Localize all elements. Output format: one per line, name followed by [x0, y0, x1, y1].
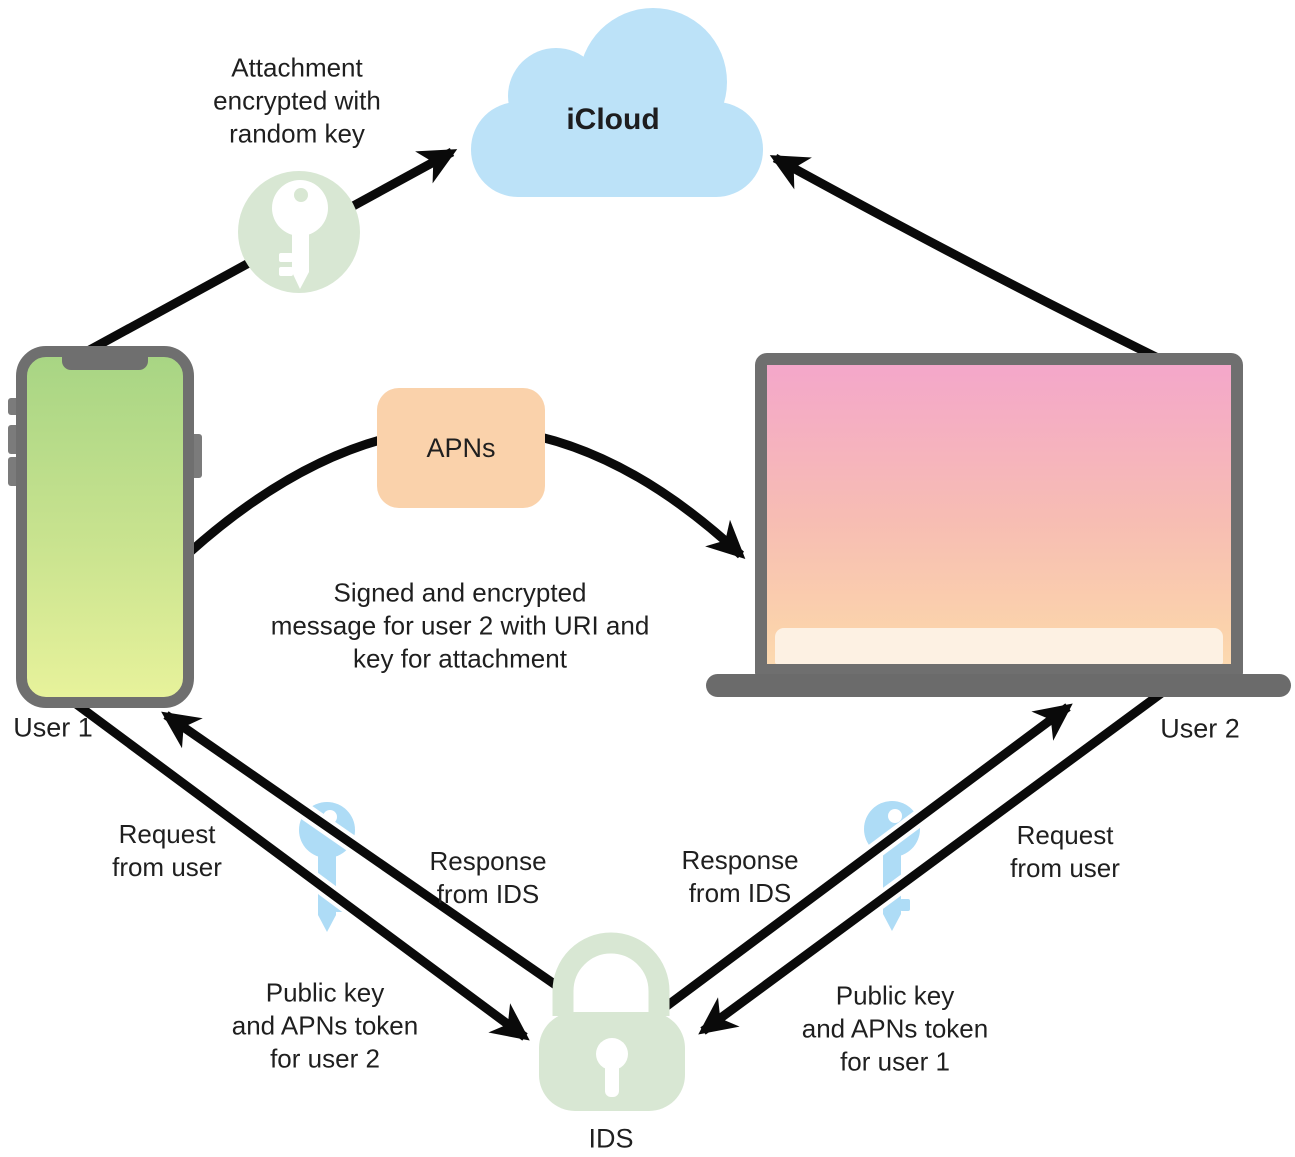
arrow-user1-to-ids [57, 688, 530, 1041]
arrow-user2-to-icloud [769, 154, 1160, 363]
arrow-user2-to-ids [698, 688, 1166, 1035]
response-from-ids-left-label: Response from IDS [429, 846, 547, 909]
arrow-ids-to-user1 [161, 711, 563, 992]
iphone-volume-down-button [8, 457, 18, 486]
ids-label: IDS [588, 1123, 634, 1154]
attachment-note: Attachment encrypted with random key [213, 52, 381, 149]
iphone-mute-switch [8, 398, 18, 415]
message-note: Signed and encrypted message for user 2 … [270, 577, 650, 674]
iphone-power-button [192, 434, 202, 478]
user2-label: User 2 [1160, 713, 1240, 744]
iphone-notch [62, 357, 148, 370]
laptop-dock [775, 628, 1223, 664]
ids-lock-icon [539, 932, 685, 1111]
iphone-user1 [16, 346, 194, 708]
public-key-user2-label: Public key and APNs token for user 2 [231, 977, 419, 1074]
response-from-ids-right-label: Response from IDS [681, 845, 799, 908]
iphone-volume-up-button [8, 425, 18, 454]
icloud-cloud [471, 8, 763, 197]
apns-box: APNs [377, 388, 545, 508]
laptop-base [706, 674, 1291, 697]
attachment-key-icon [238, 171, 360, 293]
icloud-label: iCloud [566, 103, 660, 136]
arrow-casings [54, 685, 1169, 1044]
arrow-ids-to-user2 [645, 703, 1073, 1024]
laptop-user2 [755, 353, 1243, 676]
apns-label: APNs [426, 432, 496, 463]
request-from-user1-label: Request from user [112, 819, 222, 882]
user1-label: User 1 [13, 712, 93, 743]
request-from-user2-label: Request from user [1010, 820, 1120, 883]
public-key-user1-label: Public key and APNs token for user 1 [801, 980, 989, 1077]
